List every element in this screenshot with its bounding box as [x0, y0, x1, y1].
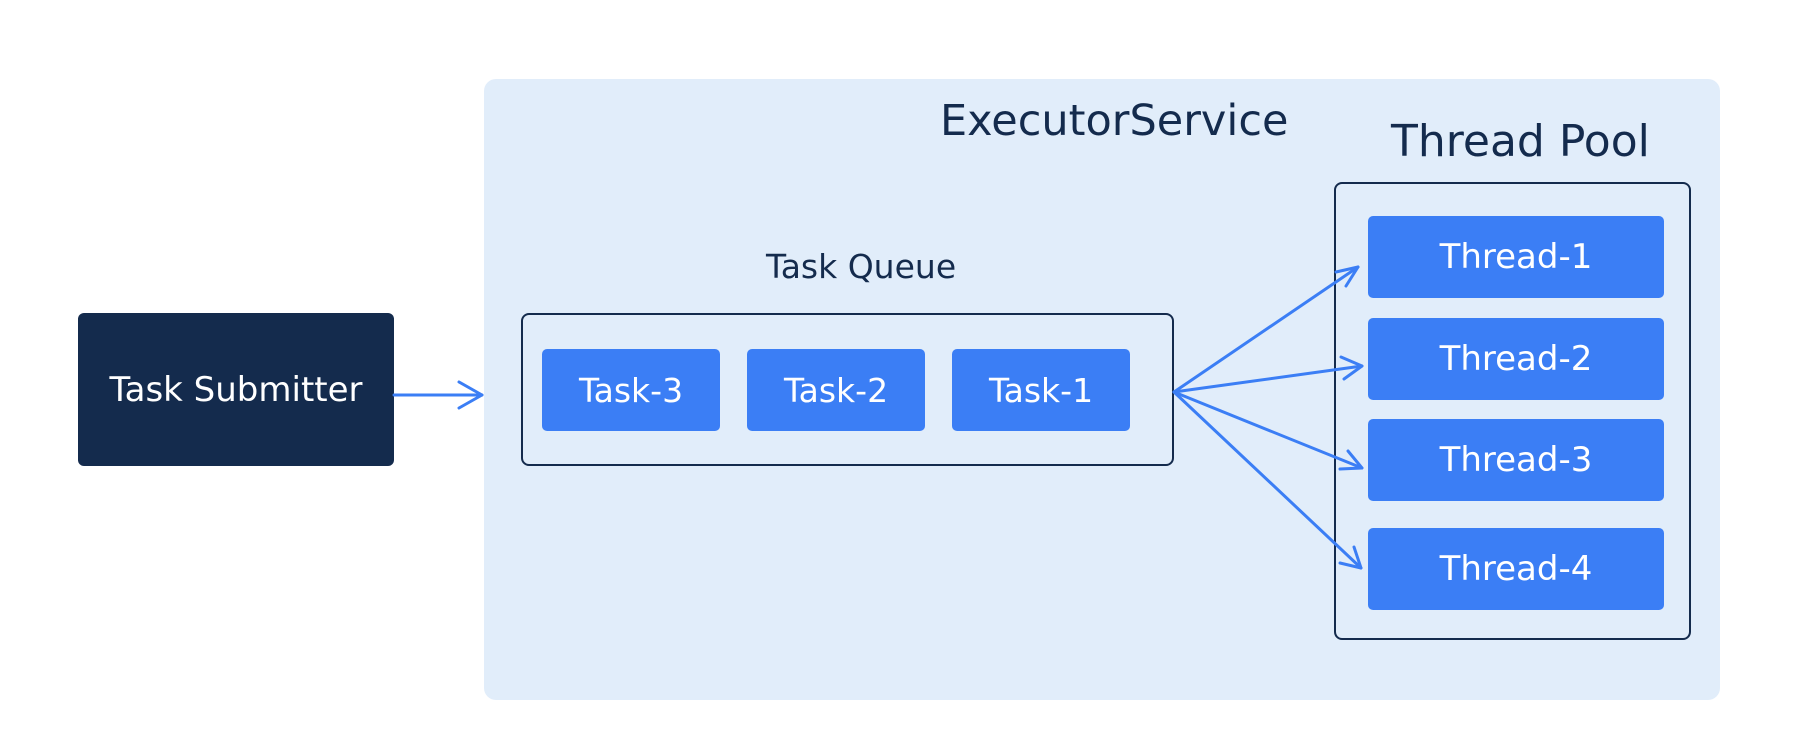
task-queue-title: Task Queue: [766, 247, 957, 286]
task-label: Task-2: [783, 370, 889, 410]
task-node-1: Task-1: [952, 349, 1130, 431]
task-label: Task-1: [988, 370, 1094, 410]
thread-label: Thread-3: [1439, 440, 1593, 480]
task-submitter-node: Task Submitter: [78, 313, 394, 466]
thread-node-4: Thread-4: [1368, 528, 1664, 610]
task-label: Task-3: [578, 370, 684, 410]
thread-label: Thread-2: [1439, 339, 1593, 379]
thread-pool-title: Thread Pool: [1391, 116, 1650, 167]
task-node-2: Task-2: [747, 349, 925, 431]
submit-arrow-head: [457, 380, 484, 410]
task-node-3: Task-3: [542, 349, 720, 431]
executor-service-title: ExecutorService: [940, 96, 1289, 146]
thread-node-3: Thread-3: [1368, 419, 1664, 501]
thread-node-1: Thread-1: [1368, 216, 1664, 298]
thread-label: Thread-1: [1439, 237, 1593, 277]
thread-label: Thread-4: [1439, 549, 1593, 589]
task-submitter-label: Task Submitter: [109, 369, 363, 410]
thread-node-2: Thread-2: [1368, 318, 1664, 400]
